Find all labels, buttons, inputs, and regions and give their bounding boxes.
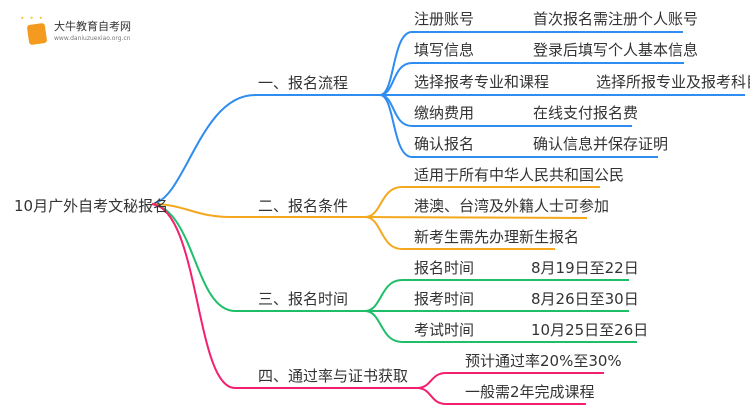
branch-1-label: 一、报名流程: [258, 74, 349, 92]
b3-item-detail: 8月26日至30日: [531, 290, 639, 308]
b3-item-detail: 10月25日至26日: [531, 321, 649, 339]
logo-url: www.daniuzuexiao.org.cn: [54, 35, 131, 42]
b1-item-detail: 登录后填写个人基本信息: [533, 41, 699, 59]
connector-b2-c3: [364, 216, 555, 250]
b2-item-label: 新考生需先办理新生报名: [414, 228, 580, 246]
b2-item-label: 港澳、台湾及外籍人士可参加: [414, 197, 610, 215]
b3-item-detail: 8月19日至22日: [531, 259, 639, 277]
b1-item-label: 填写信息: [414, 41, 475, 59]
b3-item-label: 报名时间: [414, 259, 475, 277]
root-node: 10月广外自考文秘报名: [14, 197, 169, 215]
connector-b1-c1: [379, 31, 683, 96]
connector-b3-c3: [364, 310, 637, 343]
connector-b1-c2: [379, 62, 684, 96]
branch-3-lines: [151, 203, 637, 343]
b1-item-label: 缴纳费用: [414, 104, 475, 122]
connector-b1-c5: [379, 94, 658, 158]
connector-root-branch3: [151, 203, 365, 312]
logo: • • • 大牛教育自考网 www.daniuzuexiao.org.cn: [18, 14, 158, 48]
connector-root-branch4: [151, 203, 417, 389]
b4-item-label: 预计通过率20%至30%: [465, 352, 622, 370]
branch-3-label: 三、报名时间: [258, 290, 349, 308]
b3-item-label: 考试时间: [414, 321, 475, 339]
branch-4-lines: [151, 203, 604, 405]
connector-b2-c2: [364, 216, 588, 219]
branch-2-label: 二、报名条件: [258, 197, 349, 215]
b1-item-detail: 选择所报专业及报考科目: [596, 73, 750, 91]
b1-item-label: 选择报考专业和课程: [414, 73, 550, 91]
b1-item-detail: 在线支付报名费: [533, 104, 639, 122]
branch-2-lines: [151, 186, 600, 250]
branch-1-lines: [151, 31, 745, 205]
b1-item-detail: 首次报名需注册个人账号: [533, 10, 699, 28]
connector-root-branch1: [151, 94, 380, 205]
connector-b4-c2: [416, 387, 586, 405]
b1-item-label: 注册账号: [414, 10, 475, 28]
b2-item-label: 适用于所有中华人民共和国公民: [414, 166, 625, 184]
connector-root-branch2: [151, 203, 365, 218]
branch-4-label: 四、通过率与证书获取: [258, 367, 409, 385]
logo-title: 大牛教育自考网: [54, 20, 131, 33]
b4-item-label: 一般需2年完成课程: [465, 383, 595, 401]
logo-dots-icon: • • •: [20, 14, 45, 23]
b1-item-label: 确认报名: [414, 135, 475, 153]
connector-b3-c1: [364, 279, 629, 312]
b3-item-label: 报考时间: [414, 290, 475, 308]
b1-item-detail: 确认信息并保存证明: [533, 135, 669, 153]
connector-b2-c1: [364, 186, 600, 218]
